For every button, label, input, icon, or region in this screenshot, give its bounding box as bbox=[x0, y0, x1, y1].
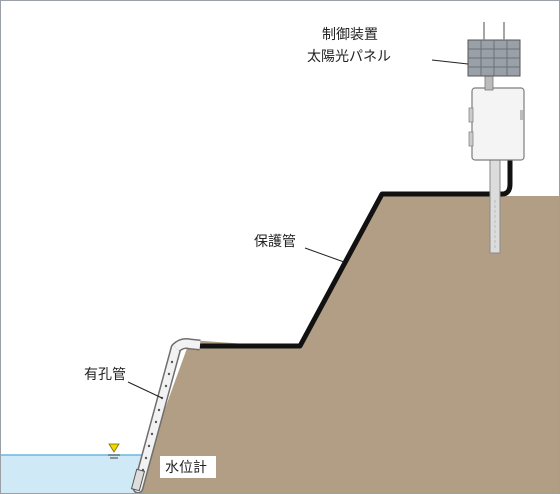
water-body bbox=[0, 455, 150, 494]
water-level-gauge-label-bg bbox=[160, 456, 216, 478]
label-perforated-pipe: 有孔管 bbox=[84, 367, 126, 383]
protective-pipe-cable bbox=[198, 150, 513, 349]
label-protective-pipe: 保護管 bbox=[254, 234, 296, 250]
leader-perforated-pipe bbox=[127, 381, 163, 399]
leader-protective-pipe bbox=[304, 247, 345, 263]
label-control-device: 制御装置 bbox=[322, 27, 378, 43]
perforated-pipe bbox=[132, 338, 201, 494]
downward-triangle-icon bbox=[108, 443, 120, 459]
solar-panel bbox=[467, 22, 521, 91]
label-water-level-gauge: 水位計 bbox=[165, 460, 207, 476]
control-device-box bbox=[468, 87, 525, 161]
leader-solar-panel bbox=[431, 59, 469, 65]
embankment-ground bbox=[134, 196, 560, 494]
water-level-gauge-sensor bbox=[130, 468, 146, 492]
label-solar-panel: 太陽光パネル bbox=[307, 49, 391, 65]
